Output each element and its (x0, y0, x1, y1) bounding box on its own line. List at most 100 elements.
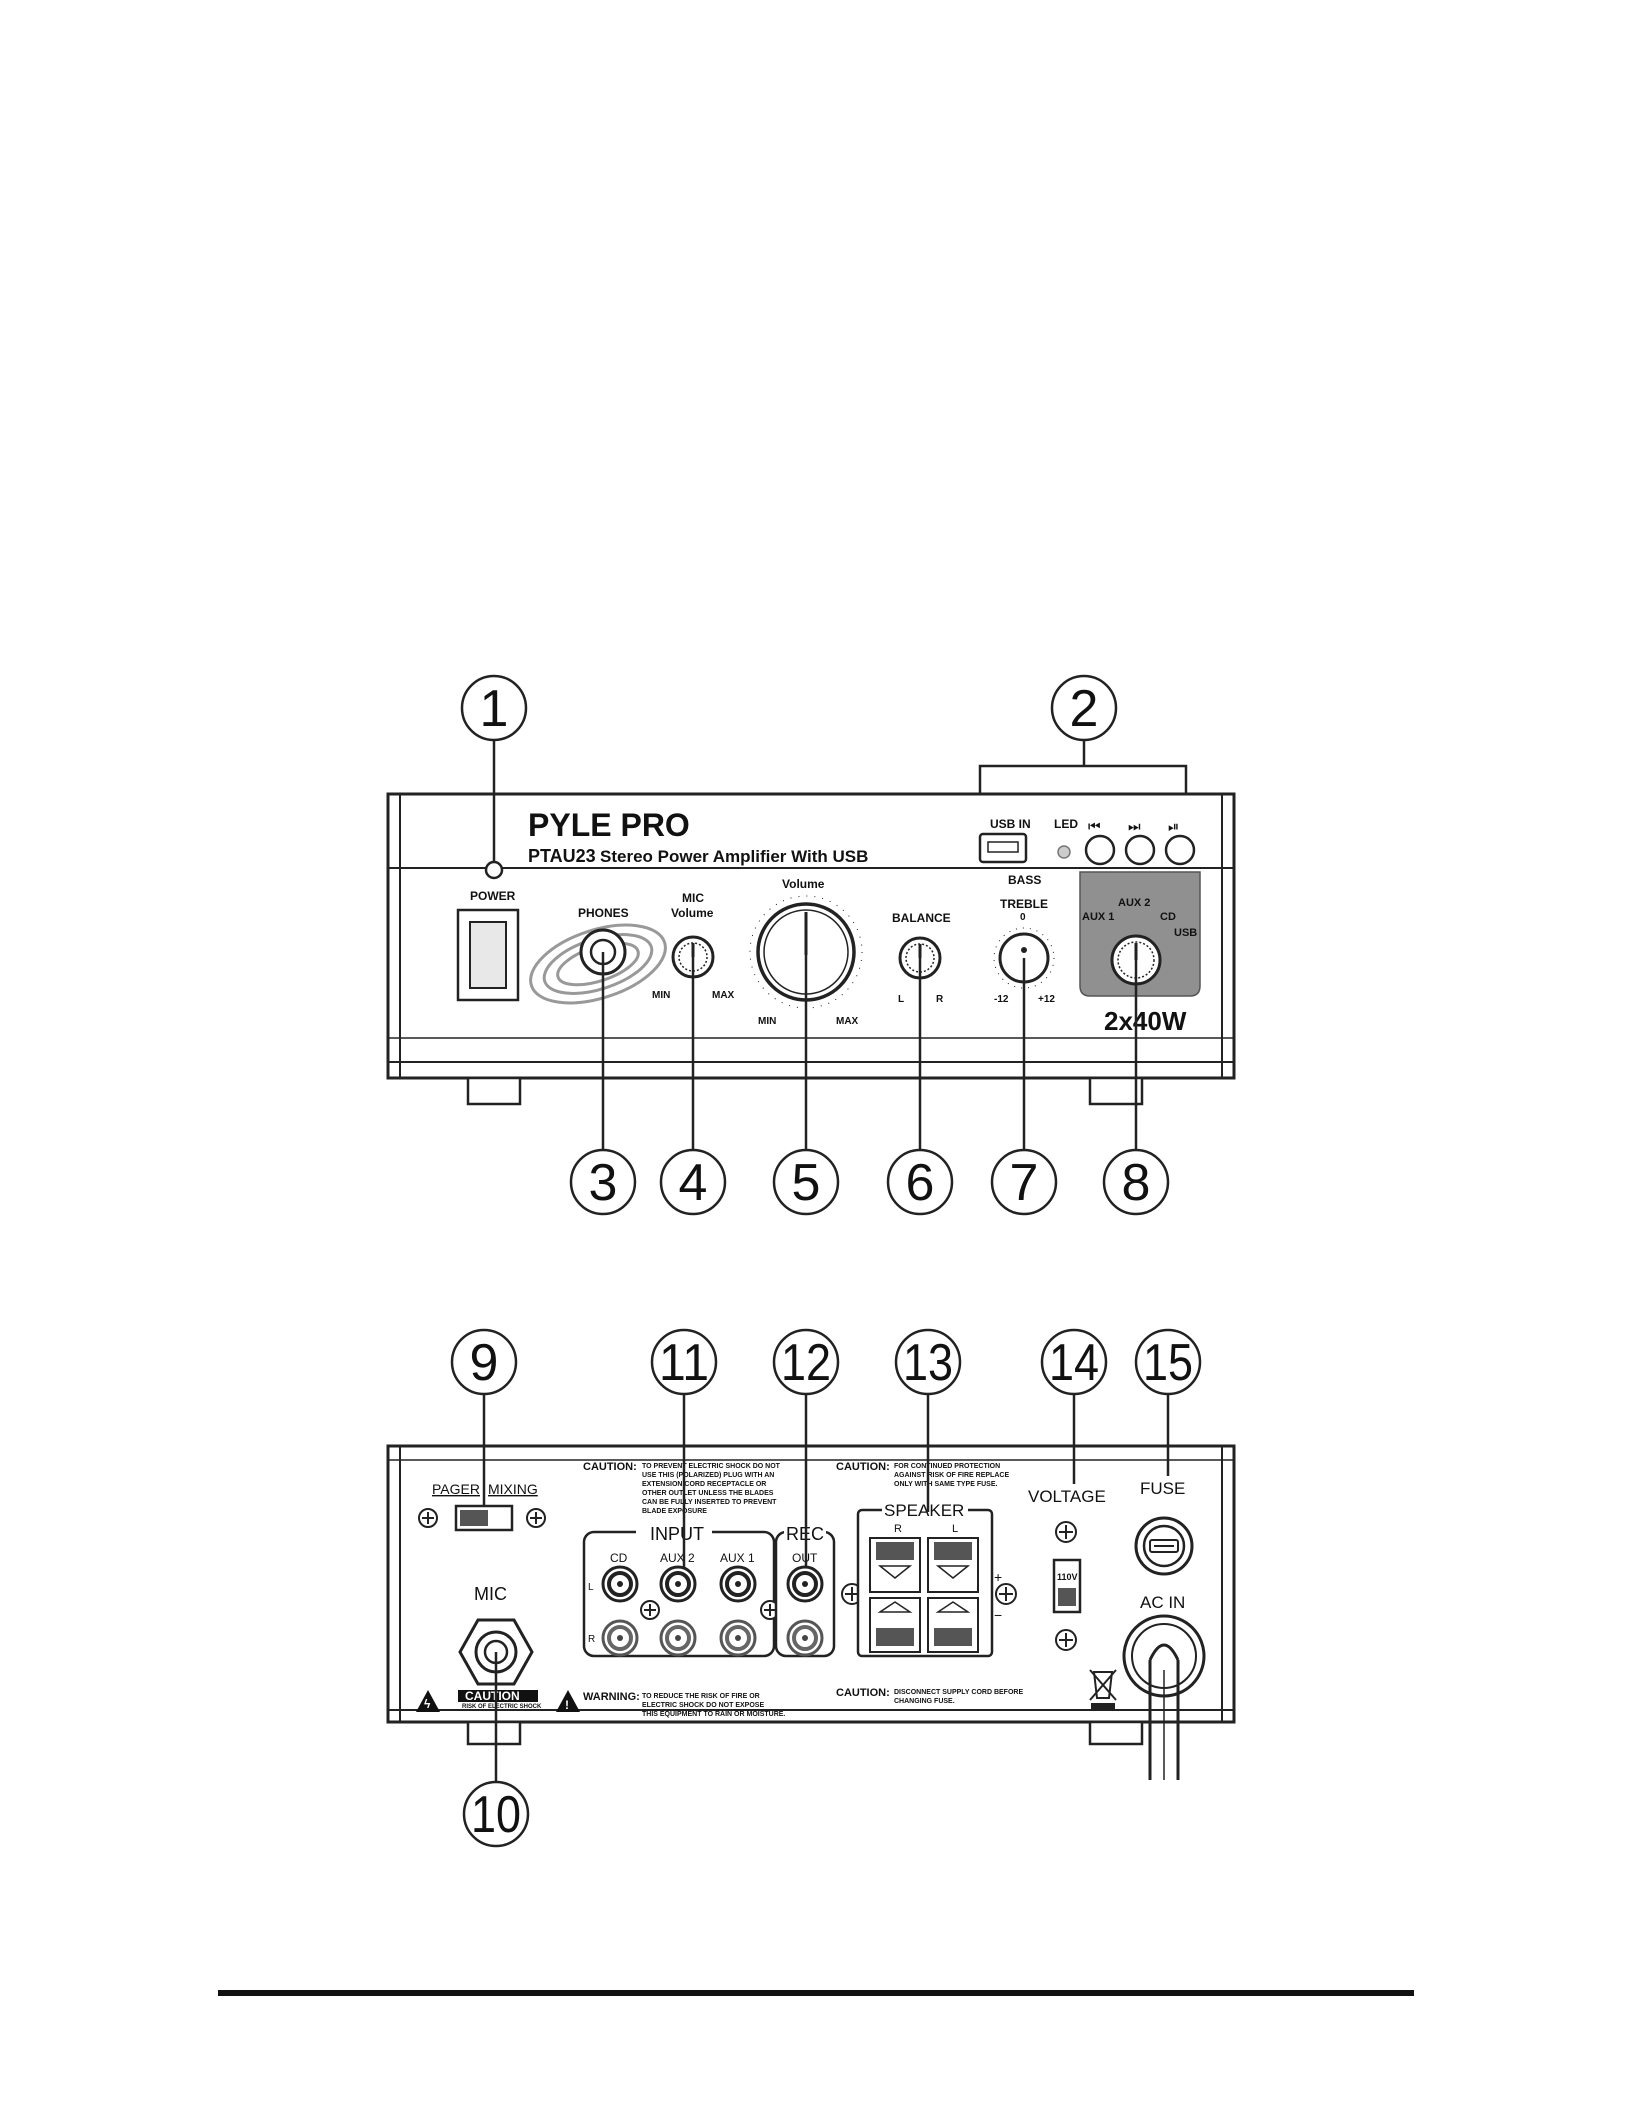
balance-right-label: R (936, 994, 944, 1005)
callout-2-bracket (978, 764, 1188, 794)
brand-logo: PYLE PRO (528, 807, 690, 843)
next-icon: ⏭ (1128, 818, 1141, 834)
callout-8: 8 (1102, 1148, 1170, 1216)
selector-usb-label: USB (1174, 927, 1197, 939)
tone-zero-label: 0 (1020, 912, 1026, 923)
mixing-label: MIXING (488, 1481, 538, 1497)
rear-foot-right (1088, 1720, 1144, 1746)
led-label: LED (1054, 817, 1078, 831)
callout-5: 5 (772, 1148, 840, 1216)
svg-text:AGAINST RISK OF FIRE REPLACE: AGAINST RISK OF FIRE REPLACE (894, 1472, 1009, 1479)
svg-text:THIS EQUIPMENT TO RAIN OR MOIS: THIS EQUIPMENT TO RAIN OR MOISTURE. (642, 1711, 785, 1718)
selector-aux2-label: AUX 2 (1118, 897, 1150, 909)
power-rating: 2x40W (1104, 1006, 1187, 1036)
svg-text:TO PREVENT ELECTRIC SHOCK DO N: TO PREVENT ELECTRIC SHOCK DO NOT (642, 1463, 781, 1470)
selector-panel (1079, 871, 1201, 997)
speaker-plus-label: + (994, 1569, 1002, 1585)
front-foot-left (466, 1076, 522, 1106)
svg-text:CHANGING FUSE.: CHANGING FUSE. (894, 1698, 955, 1705)
speaker-minus-label: − (994, 1607, 1002, 1623)
pager-label: PAGER (432, 1481, 480, 1497)
model-name: PTAU23 (528, 846, 596, 866)
front-panel: PYLE PRO PTAU23 Stereo Power Amplifier W… (386, 764, 1236, 1106)
rca-jack-rec-r[interactable] (786, 1619, 824, 1657)
svg-text:BLADE EXPOSURE: BLADE EXPOSURE (642, 1508, 707, 1515)
speaker-label: SPEAKER (884, 1501, 964, 1520)
volume-max-label: MAX (836, 1016, 859, 1027)
rca-jack-aux1-r[interactable] (719, 1619, 757, 1657)
caution3-text: DISCONNECT SUPPLY CORD BEFORE CHANGING F… (894, 1689, 1023, 1705)
front-foot-right (1088, 1076, 1144, 1106)
mic-volume-label-1: MIC (682, 891, 704, 905)
svg-text:FOR CONTINUED PROTECTION: FOR CONTINUED PROTECTION (894, 1463, 1000, 1470)
leader-lines (482, 740, 1170, 1782)
caution3-title: CAUTION: (836, 1687, 890, 1699)
callouts: 1 2 3 4 5 6 7 8 9 10 11 12 13 14 15 (450, 674, 1202, 1848)
input-r-label: R (588, 1634, 595, 1645)
mic-min-label: MIN (652, 990, 670, 1001)
speaker-terminal-r-plus[interactable] (869, 1537, 921, 1593)
selector-cd-label: CD (1160, 911, 1176, 923)
caution1-text: TO PREVENT ELECTRIC SHOCK DO NOT USE THI… (642, 1463, 781, 1515)
rca-jack-cd-l[interactable] (601, 1565, 639, 1603)
svg-text:!: ! (565, 1698, 569, 1712)
svg-text:USE THIS (POLARIZED) PLUG WITH: USE THIS (POLARIZED) PLUG WITH AN (642, 1472, 774, 1479)
led-indicator (1057, 845, 1071, 859)
volume-label: Volume (782, 877, 825, 891)
footer-rule (218, 1990, 1414, 1996)
svg-text:15: 15 (1143, 1334, 1193, 1392)
caution2-title: CAUTION: (836, 1461, 890, 1473)
rca-jack-cd-r[interactable] (601, 1619, 639, 1657)
svg-text:3: 3 (589, 1154, 618, 1212)
tone-plus-label: +12 (1038, 994, 1055, 1005)
rca-jack-aux2-l[interactable] (659, 1565, 697, 1603)
rca-jack-aux2-r[interactable] (659, 1619, 697, 1657)
callout-1: 1 (460, 674, 528, 742)
rca-jack-aux1-l[interactable] (719, 1565, 757, 1603)
input-aux2-label: AUX 2 (660, 1551, 695, 1565)
fuse-holder[interactable] (1134, 1516, 1194, 1576)
warning-text: TO REDUCE THE RISK OF FIRE OR ELECTRIC S… (642, 1693, 785, 1718)
svg-text:DISCONNECT SUPPLY CORD BEFORE: DISCONNECT SUPPLY CORD BEFORE (894, 1689, 1023, 1696)
svg-text:2: 2 (1070, 680, 1099, 738)
rear-foot-left (466, 1720, 522, 1746)
svg-text:5: 5 (792, 1154, 821, 1212)
input-cd-label: CD (610, 1551, 628, 1565)
svg-text:6: 6 (906, 1154, 935, 1212)
usb-in-label: USB IN (990, 817, 1031, 831)
mic-volume-label-2: Volume (671, 906, 714, 920)
svg-text:CAN BE FULLY INSERTED TO PREVE: CAN BE FULLY INSERTED TO PREVENT (642, 1499, 777, 1506)
speaker-terminal-r-minus[interactable] (869, 1597, 921, 1653)
svg-text:ELECTRIC SHOCK DO NOT EXPOSE: ELECTRIC SHOCK DO NOT EXPOSE (642, 1702, 764, 1709)
selector-aux1-label: AUX 1 (1082, 911, 1114, 923)
svg-text:1: 1 (480, 680, 509, 738)
next-button[interactable] (1124, 834, 1156, 866)
svg-text:7: 7 (1010, 1154, 1039, 1212)
weee-bin-icon (1089, 1669, 1117, 1711)
balance-label: BALANCE (892, 911, 951, 925)
callout-13: 13 (894, 1328, 962, 1396)
callout-7: 7 (990, 1148, 1058, 1216)
callout-3: 3 (569, 1148, 637, 1216)
speaker-terminal-l-minus[interactable] (927, 1597, 979, 1653)
svg-text:9: 9 (470, 1334, 499, 1392)
front-subtitle: Stereo Power Amplifier With USB (600, 847, 868, 866)
rca-jack-rec-l[interactable] (786, 1565, 824, 1603)
svg-text:TO REDUCE THE RISK OF FIRE OR: TO REDUCE THE RISK OF FIRE OR (642, 1693, 760, 1700)
speaker-terminal-l-plus[interactable] (927, 1537, 979, 1593)
tone-minus-label: -12 (994, 994, 1009, 1005)
callout-9: 9 (450, 1328, 518, 1396)
callout-4: 4 (659, 1148, 727, 1216)
svg-text:ONLY WITH SAME TYPE FUSE.: ONLY WITH SAME TYPE FUSE. (894, 1481, 998, 1488)
caution-sticker-sub1: RISK OF ELECTRIC SHOCK (462, 1704, 542, 1710)
callout-15: 15 (1134, 1328, 1202, 1396)
caution-sticker-heading: CAUTION (465, 1689, 520, 1703)
warning-title: WARNING: (583, 1691, 640, 1703)
play-button[interactable] (1164, 834, 1196, 866)
callout-12: 12 (772, 1328, 840, 1396)
callout-10: 10 (462, 1780, 530, 1848)
voltage-value: 110V (1057, 1572, 1078, 1582)
input-label: INPUT (650, 1524, 704, 1544)
svg-text:12: 12 (781, 1334, 831, 1392)
prev-button[interactable] (1084, 834, 1116, 866)
